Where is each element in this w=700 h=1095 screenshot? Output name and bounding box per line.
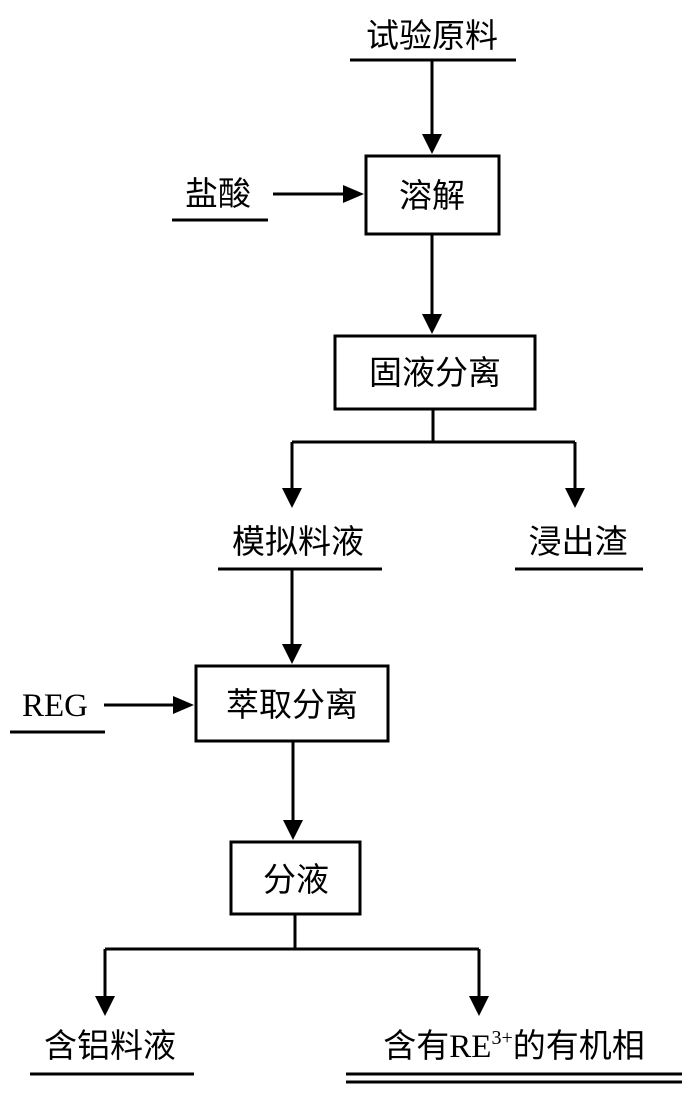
solid-liquid-separation-label: 固液分离: [369, 353, 501, 392]
extraction-to-liquid-sep-arrowhead: [283, 820, 303, 840]
split-to-organic-arrowhead: [469, 996, 489, 1016]
organic-phase-label: 含有RE3+的有机相: [383, 1026, 644, 1065]
reg-to-extraction-arrowhead: [173, 696, 194, 714]
hydrochloric-acid-label: 盐酸: [185, 174, 251, 213]
dissolve-label: 溶解: [399, 176, 465, 215]
split-to-al-feed-arrowhead: [95, 996, 115, 1016]
feed-to-extraction-arrowhead: [282, 644, 302, 664]
simulated-feed-label: 模拟料液: [232, 522, 364, 561]
liquid-separation-box: [229, 840, 362, 916]
solid-liquid-separation-box: [333, 334, 537, 411]
dissolve-to-separation-arrowhead: [422, 314, 442, 334]
raw-to-dissolve-arrowhead: [422, 134, 442, 154]
extraction-separation-box: [194, 664, 390, 743]
organic-superscript: 3+: [491, 1027, 512, 1049]
extraction-separation-label: 萃取分离: [226, 685, 358, 724]
leach-residue-label: 浸出渣: [529, 522, 628, 561]
organic-prefix: 含有: [383, 1026, 449, 1065]
organic-suffix: 的有机相: [513, 1026, 645, 1065]
dissolve-box: [364, 154, 501, 236]
raw-material-label: 试验原料: [366, 16, 498, 55]
split-to-feed-arrowhead: [282, 488, 302, 508]
organic-re: RE: [449, 1029, 491, 1065]
reg-label: REG: [22, 688, 88, 724]
liquid-separation-label: 分液: [263, 860, 329, 899]
split-to-residue-arrowhead: [565, 488, 585, 508]
acid-to-dissolve-arrowhead: [343, 185, 364, 203]
al-feed-label: 含铝料液: [44, 1026, 176, 1065]
